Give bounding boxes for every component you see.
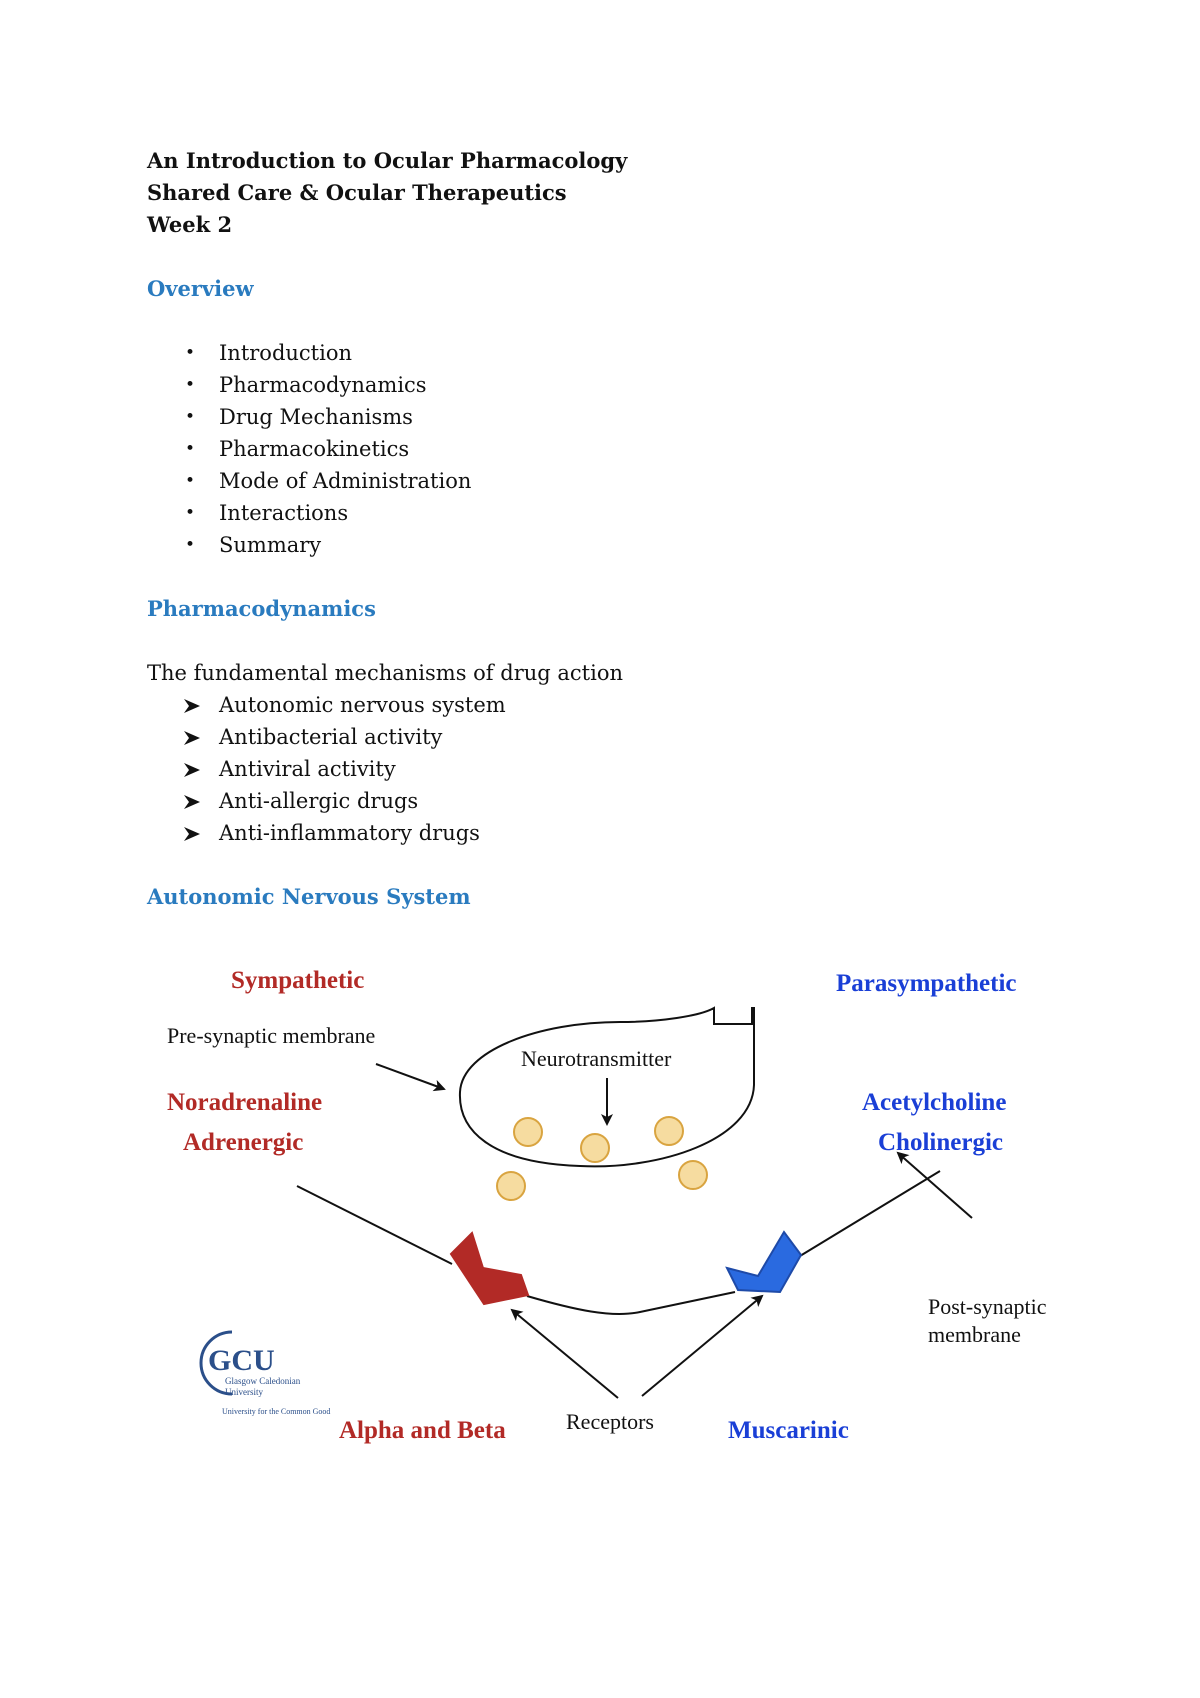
logo-name-line2: University	[225, 1387, 263, 1397]
logo-name-line1: Glasgow Caledonian	[225, 1376, 301, 1386]
list-item: Antibacterial activity	[147, 721, 1047, 753]
list-item: Anti-inflammatory drugs	[147, 817, 1047, 849]
postsynaptic-label-line1: Post-synaptic	[928, 1294, 1047, 1319]
gcu-logo: GCU Glasgow Caledonian University Univer…	[199, 1330, 330, 1416]
bullet-icon: •	[185, 343, 196, 363]
bullet-icon: •	[185, 375, 196, 395]
logo-abbr: GCU	[208, 1344, 275, 1377]
receptor-arrow-left	[510, 1308, 619, 1399]
document-text: An Introduction to Ocular Pharmacology S…	[147, 145, 1047, 913]
arrow-bullet-icon	[184, 795, 200, 809]
overview-list: •Introduction •Pharmacodynamics •Drug Me…	[147, 337, 1047, 561]
document-title: An Introduction to Ocular Pharmacology	[147, 148, 628, 173]
bullet-icon: •	[185, 439, 196, 459]
list-item: Autonomic nervous system	[147, 689, 1047, 721]
postsynaptic-label-line2: membrane	[928, 1322, 1021, 1347]
list-item: •Introduction	[147, 337, 1047, 369]
parasympathetic-label: Parasympathetic	[836, 970, 1017, 997]
bullet-icon: •	[185, 503, 196, 523]
list-item: •Drug Mechanisms	[147, 401, 1047, 433]
bullet-icon: •	[185, 471, 196, 491]
presynaptic-label: Pre-synaptic membrane	[167, 1023, 375, 1048]
vesicle-circle	[496, 1171, 526, 1201]
arrow-bullet-icon	[184, 763, 200, 777]
overview-heading: Overview	[147, 276, 254, 301]
bullet-icon: •	[185, 407, 196, 427]
alpha-beta-label: Alpha and Beta	[339, 1417, 506, 1444]
vesicle-circle	[654, 1116, 684, 1146]
list-item: •Pharmacodynamics	[147, 369, 1047, 401]
alpha-beta-receptor	[449, 1231, 530, 1306]
list-item: •Interactions	[147, 497, 1047, 529]
list-item: •Mode of Administration	[147, 465, 1047, 497]
adrenergic-label: Adrenergic	[183, 1129, 303, 1156]
mechanisms-list: Autonomic nervous system Antibacterial a…	[147, 689, 1047, 849]
pharmacodynamics-intro: The fundamental mechanisms of drug actio…	[147, 661, 623, 685]
presynaptic-terminal	[458, 1006, 755, 1168]
muscarinic-label: Muscarinic	[728, 1417, 849, 1444]
postsynaptic-arrow	[896, 1151, 973, 1219]
vesicle-circle	[580, 1133, 610, 1163]
acetylcholine-label: Acetylcholine	[862, 1089, 1006, 1116]
course-name: Shared Care & Ocular Therapeutics	[147, 180, 567, 205]
list-item: •Pharmacokinetics	[147, 433, 1047, 465]
logo-tagline: University for the Common Good	[222, 1407, 330, 1416]
pharmacodynamics-heading: Pharmacodynamics	[147, 596, 376, 621]
week-label: Week 2	[147, 212, 233, 237]
arrow-bullet-icon	[184, 827, 200, 841]
arrow-bullet-icon	[184, 699, 200, 713]
neurotransmitter-label: Neurotransmitter	[521, 1046, 672, 1071]
postsynaptic-membrane	[296, 1170, 941, 1315]
ans-heading: Autonomic Nervous System	[147, 884, 471, 909]
list-item: Antiviral activity	[147, 753, 1047, 785]
vesicle-circle	[513, 1117, 543, 1147]
arrow-bullet-icon	[184, 731, 200, 745]
receptor-arrow-right	[641, 1294, 764, 1397]
bullet-icon: •	[185, 535, 196, 555]
list-item: Anti-allergic drugs	[147, 785, 1047, 817]
receptors-label: Receptors	[566, 1409, 654, 1434]
list-item: •Summary	[147, 529, 1047, 561]
vesicle-circle	[678, 1160, 708, 1190]
presynaptic-arrow	[375, 1063, 446, 1092]
muscarinic-receptor	[725, 1230, 803, 1294]
cholinergic-label: Cholinergic	[878, 1129, 1003, 1156]
noradrenaline-label: Noradrenaline	[167, 1089, 322, 1116]
sympathetic-label: Sympathetic	[231, 967, 364, 994]
